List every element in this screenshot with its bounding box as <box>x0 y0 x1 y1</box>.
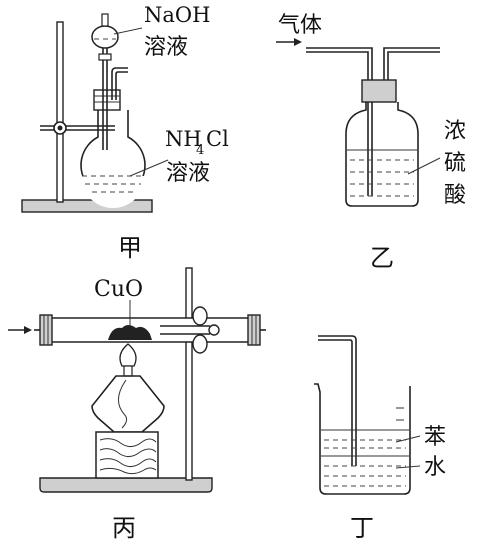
stand-base-jia <box>21 199 153 213</box>
flask-label-nh4cl-nh: NH <box>165 127 202 151</box>
apparatus-bing: CuO 丙 <box>8 267 266 542</box>
gas-label: 气体 <box>278 13 322 38</box>
stand-rod-bing <box>185 267 193 481</box>
apparatus-jia: NaOH 溶液 NH 4 Cl 溶液 甲 <box>21 3 229 262</box>
caption-bing: 丙 <box>112 514 136 542</box>
alcohol-lamp <box>91 375 165 433</box>
layer-label-benzene: 苯 <box>424 425 446 450</box>
apparatus-yi: 气体 浓 硫 酸 乙 <box>276 13 466 272</box>
separatory-funnel-jia <box>91 25 119 49</box>
stopper-yi <box>361 79 397 103</box>
stand-rod-jia <box>56 21 64 203</box>
caption-ding: 丁 <box>350 514 374 542</box>
gas-washing-bottle <box>345 102 419 207</box>
acid-label-char-1: 浓 <box>444 119 466 144</box>
cuo-powder <box>108 325 152 340</box>
funnel-label-solution: 溶液 <box>144 35 188 60</box>
acid-label-char-2: 硫 <box>444 151 466 176</box>
acid-label-char-3: 酸 <box>444 183 466 208</box>
funnel-label-naoh: NaOH <box>144 3 210 27</box>
flask-label-nh4cl-sub: 4 <box>196 143 204 158</box>
flask-label-nh4cl-cl: Cl <box>206 127 229 151</box>
layer-label-water: 水 <box>424 455 446 480</box>
solid-label-cuo: CuO <box>94 277 143 302</box>
caption-jia: 甲 <box>118 234 142 262</box>
beaker <box>314 383 411 495</box>
apparatus-ding: 苯 水 丁 <box>314 335 446 542</box>
flask-label-solution: 溶液 <box>166 161 210 186</box>
caption-yi: 乙 <box>370 244 394 272</box>
